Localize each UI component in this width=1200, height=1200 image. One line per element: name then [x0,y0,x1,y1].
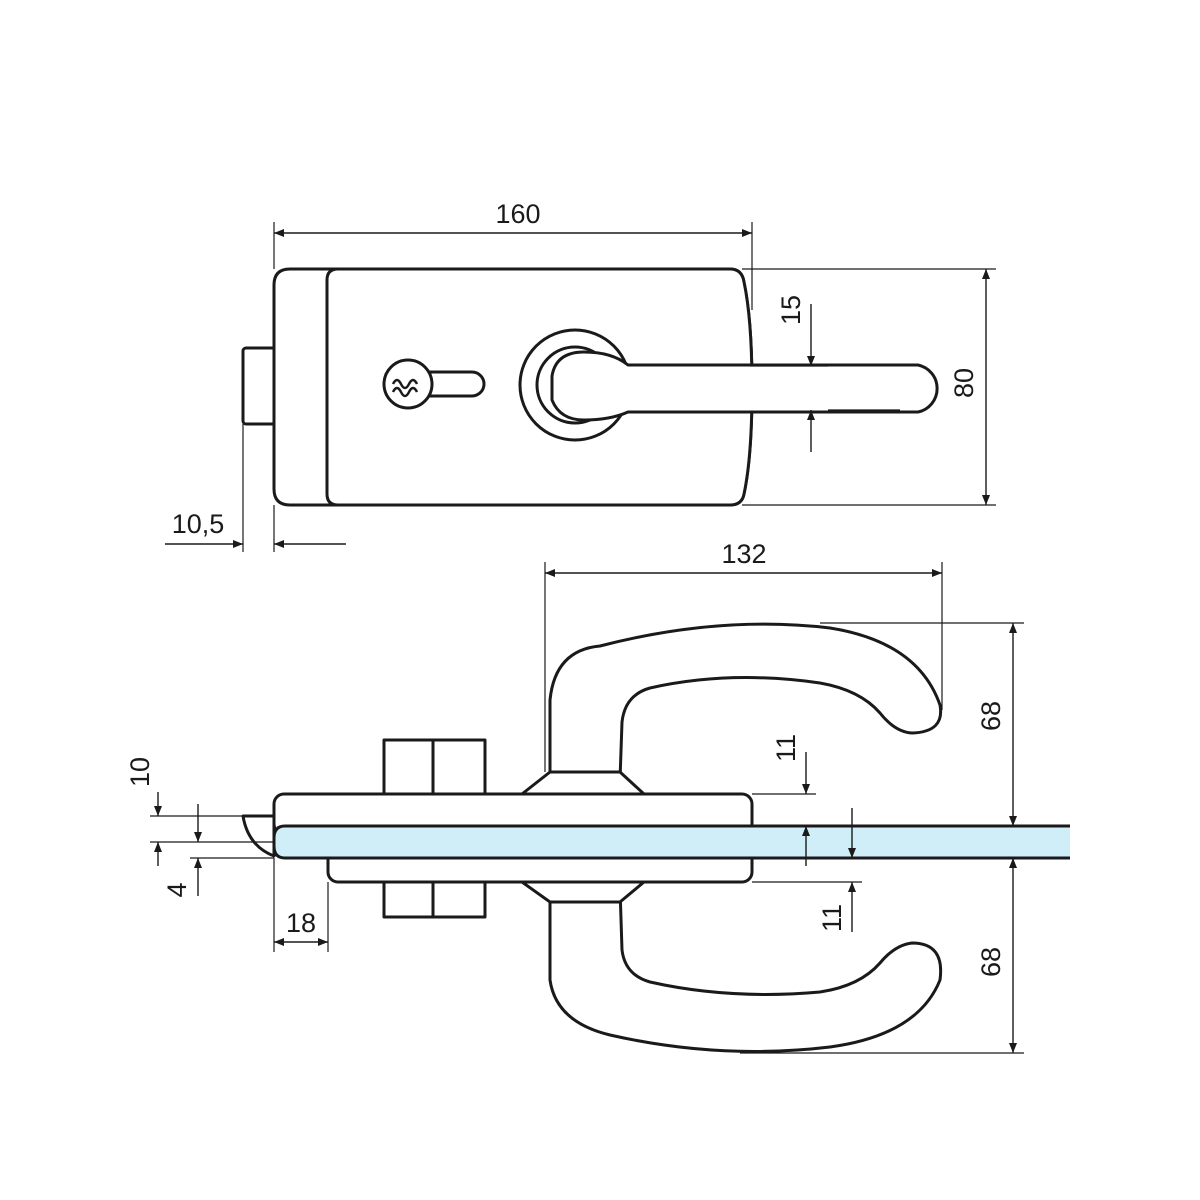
lever-handle [550,350,939,422]
dimension-label-132: 132 [721,539,766,569]
dimension-label-18: 18 [286,908,316,938]
front-latch-bolt [241,346,277,426]
side-view: 132 68 68 11 11 10 4 18 [125,539,1070,1054]
dimension-label-68-lower: 68 [976,947,1006,977]
dimension-label-160: 160 [495,199,540,229]
dimension-label-10: 10 [125,757,155,787]
dimension-label-4: 4 [162,882,192,897]
upper-handle [548,622,943,782]
lower-handle [548,886,943,1053]
keyhole-icon [382,358,486,410]
dimension-label-11-upper: 11 [771,734,801,762]
dimension-label-11-lower: 11 [817,904,847,932]
dimension-label-68-upper: 68 [976,701,1006,731]
dimension-label-10-5: 10,5 [172,509,225,539]
front-view: 160 80 15 10,5 [165,199,996,552]
dimension-label-15: 15 [776,295,806,325]
side-latch-bolt [241,814,276,858]
dimension-label-80: 80 [949,368,979,398]
lower-rose-collar [520,880,646,904]
upper-rose-collar [520,770,646,796]
glass-pane [272,824,1070,860]
